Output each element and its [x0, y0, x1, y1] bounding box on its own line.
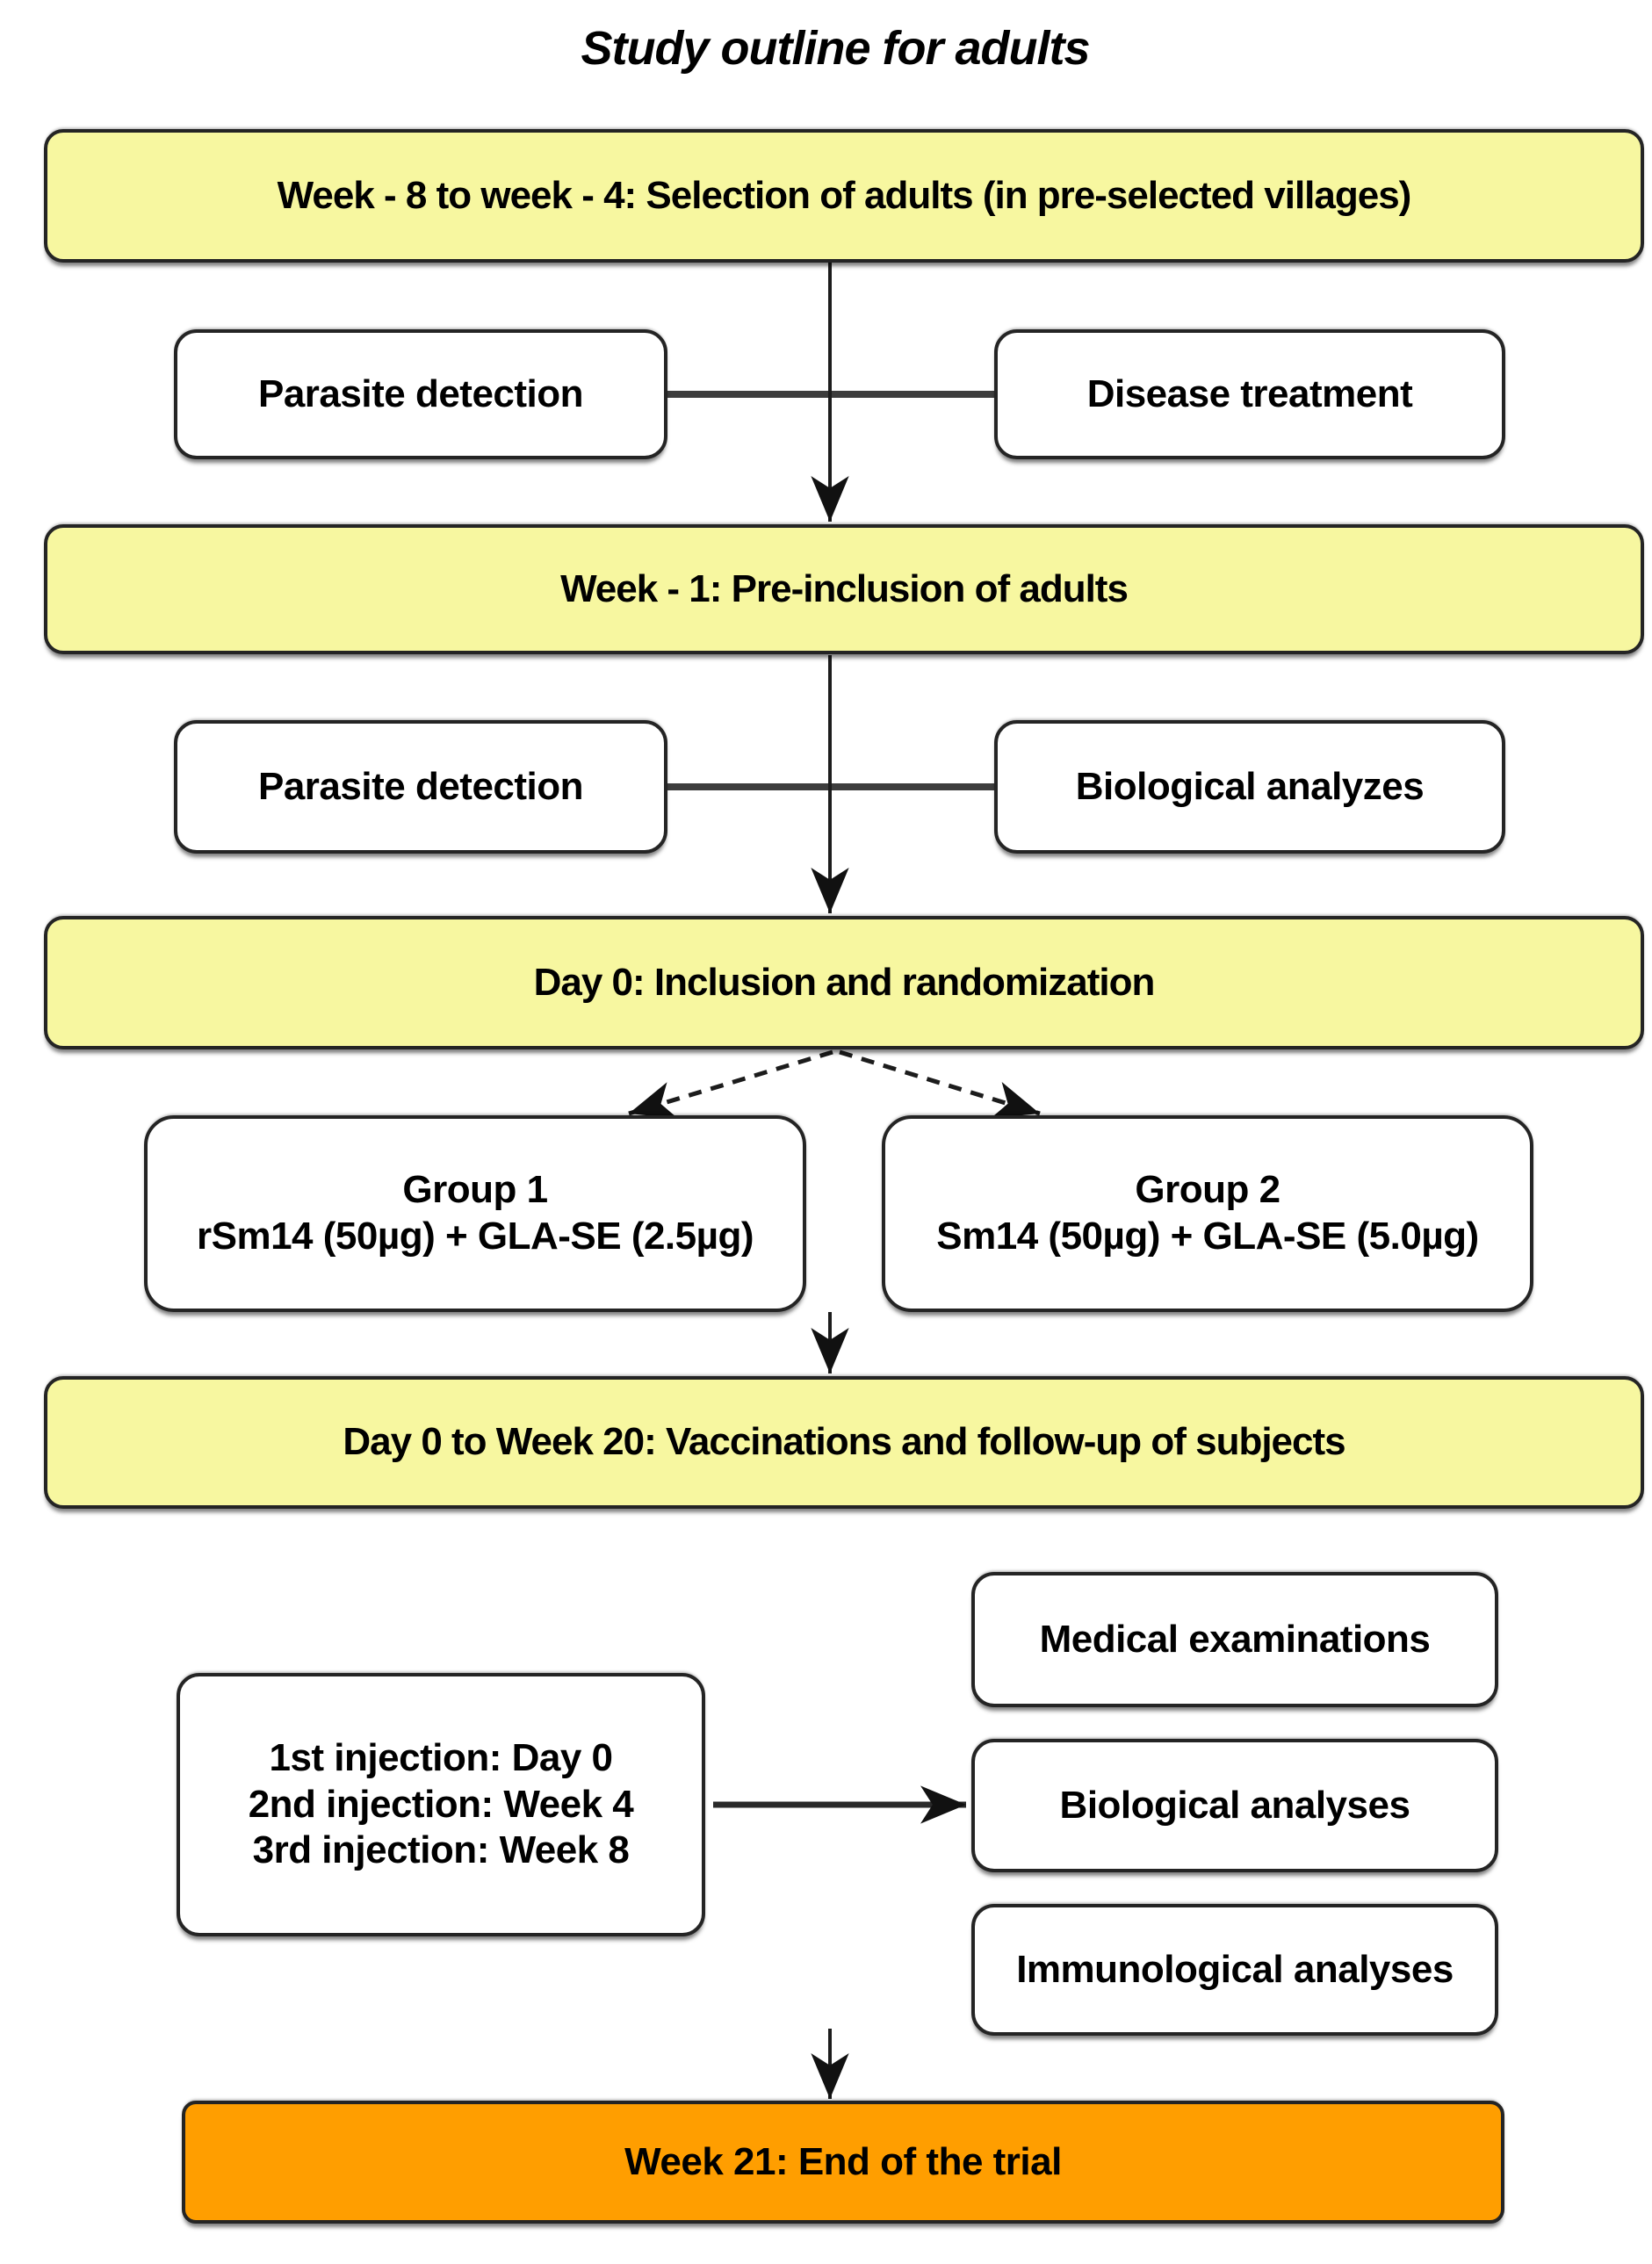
box-group-2: Group 2 Sm14 (50µg) + GLA-SE (5.0µg)	[882, 1115, 1533, 1312]
medical-examinations-label: Medical examinations	[1039, 1617, 1431, 1661]
group1-title: Group 1	[402, 1168, 548, 1212]
parasite-detection-1-label: Parasite detection	[257, 371, 584, 415]
stage-preinclusion-label: Week - 1: Pre-inclusion of adults	[560, 566, 1129, 610]
biological-analyses-label: Biological analyses	[1059, 1783, 1410, 1827]
biological-analyzes-label: Biological analyzes	[1075, 764, 1425, 808]
group2-title: Group 2	[1135, 1168, 1280, 1212]
stage-end-of-trial: Week 21: End of the trial	[182, 2101, 1504, 2224]
parasite-detection-2-label: Parasite detection	[257, 764, 584, 808]
box-parasite-detection-1: Parasite detection	[174, 329, 667, 459]
dashed-arrow-to-group2	[839, 1049, 1041, 1119]
stage-selection-of-adults: Week - 8 to week - 4: Selection of adult…	[44, 129, 1644, 263]
group1-regimen: rSm14 (50µg) + GLA-SE (2.5µg)	[196, 1215, 754, 1258]
box-immunological-analyses: Immunological analyses	[971, 1904, 1498, 2036]
stage-vaccinations-label: Day 0 to Week 20: Vaccinations and follo…	[343, 1420, 1345, 1464]
injection-line-1: 1st injection: Day 0	[269, 1735, 613, 1779]
box-parasite-detection-2: Parasite detection	[174, 720, 667, 854]
stage-selection-label: Week - 8 to week - 4: Selection of adult…	[277, 173, 1412, 217]
diagram-title: Study outline for adults	[581, 22, 1091, 75]
stage-randomization-label: Day 0: Inclusion and randomization	[533, 960, 1156, 1004]
box-injection-schedule: 1st injection: Day 0 2nd injection: Week…	[177, 1673, 705, 1936]
end-of-trial-label: Week 21: End of the trial	[624, 2139, 1062, 2183]
injection-line-3: 3rd injection: Week 8	[252, 1828, 630, 1872]
stage-preinclusion: Week - 1: Pre-inclusion of adults	[44, 524, 1644, 654]
box-medical-examinations: Medical examinations	[971, 1572, 1498, 1707]
box-group-1: Group 1 rSm14 (50µg) + GLA-SE (2.5µg)	[144, 1115, 806, 1312]
box-disease-treatment: Disease treatment	[994, 329, 1505, 459]
stage-inclusion-randomization: Day 0: Inclusion and randomization	[44, 916, 1644, 1049]
disease-treatment-label: Disease treatment	[1086, 371, 1413, 415]
injection-line-2: 2nd injection: Week 4	[248, 1782, 634, 1826]
box-biological-analyses: Biological analyses	[971, 1739, 1498, 1872]
dashed-arrow-to-group1	[628, 1049, 833, 1119]
immunological-analyses-label: Immunological analyses	[1016, 1947, 1454, 1991]
group2-regimen: Sm14 (50µg) + GLA-SE (5.0µg)	[936, 1215, 1479, 1258]
stage-vaccinations-followup: Day 0 to Week 20: Vaccinations and follo…	[44, 1376, 1644, 1509]
box-biological-analyzes: Biological analyzes	[994, 720, 1505, 854]
